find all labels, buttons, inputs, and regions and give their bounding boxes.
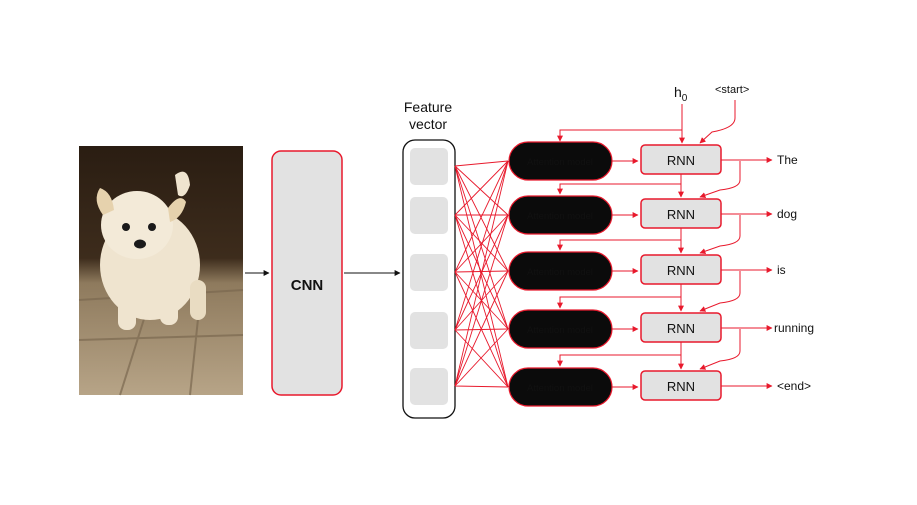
- attention-model-label: Attention model: [527, 383, 593, 394]
- rnn-label: RNN: [667, 153, 695, 168]
- feature-attention-connections: [454, 160, 509, 388]
- attention-model-label: Attention model: [527, 267, 593, 278]
- rnn-label: RNN: [667, 321, 695, 336]
- rnn-label: RNN: [667, 263, 695, 278]
- feature-vector-label-line1: Feature: [404, 99, 452, 115]
- cnn-label: CNN: [291, 277, 324, 294]
- feature-cells: [410, 148, 448, 405]
- arrow-start-to-rnn1: [699, 100, 736, 144]
- output-word-3: is: [777, 263, 786, 277]
- feature-vector-label-line2: vector: [409, 116, 447, 132]
- start-token-label: <start>: [715, 84, 749, 96]
- feature-cell: [410, 197, 448, 234]
- arrow-h0-to-attention1: [557, 129, 682, 142]
- cnn-block: [271, 150, 343, 396]
- feature-cell: [410, 368, 448, 405]
- attention-model-label: Attention model: [527, 325, 593, 336]
- puppy-photo: [78, 146, 244, 396]
- rnn-label: RNN: [667, 379, 695, 394]
- output-word-1: The: [777, 153, 798, 167]
- output-word-2: dog: [777, 207, 797, 221]
- rnn-label: RNN: [667, 207, 695, 222]
- output-word-4: running: [774, 321, 814, 335]
- attention-column: Attention model Attention model Attentio…: [508, 141, 613, 407]
- output-arrows: [721, 157, 773, 389]
- output-word-5: <end>: [777, 379, 811, 393]
- h0-label: h0: [674, 84, 688, 104]
- attention-model-label: Attention model: [527, 157, 593, 168]
- attention-to-rnn-arrows: [612, 158, 639, 390]
- rnn-column: RNN RNN RNN RNN RNN: [640, 144, 722, 401]
- attention-model-label: Attention model: [527, 211, 593, 222]
- feature-cell: [410, 148, 448, 185]
- feature-cell: [410, 254, 448, 291]
- recurrent-connections: [557, 161, 741, 370]
- feature-cell: [410, 312, 448, 349]
